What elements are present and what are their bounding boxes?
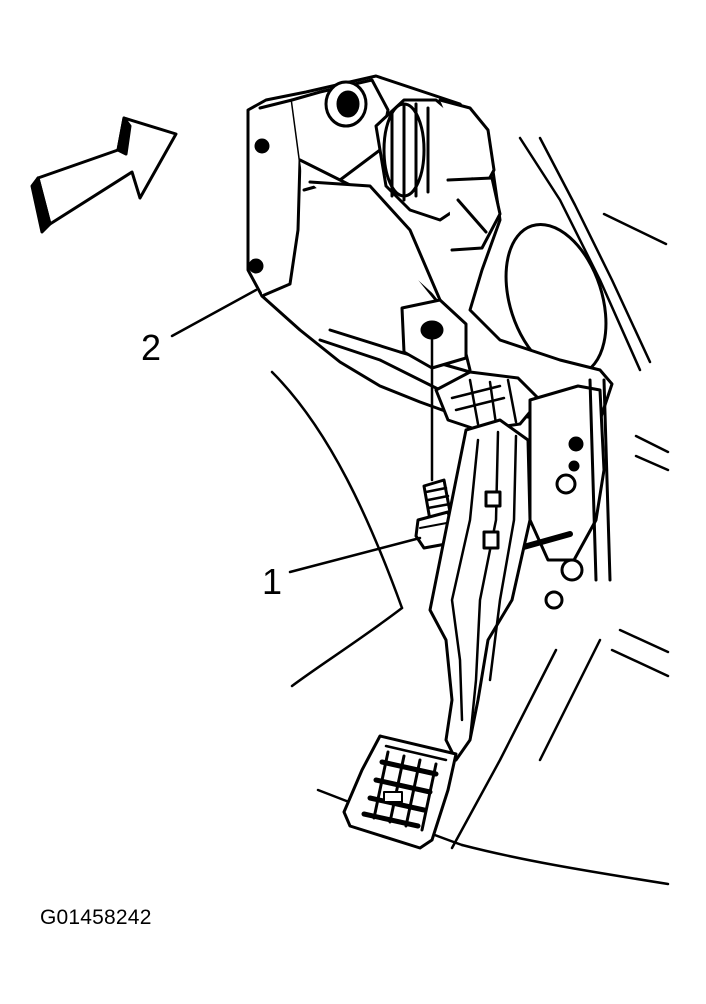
- pedal-arm: [428, 418, 532, 762]
- bolt-boss: [400, 298, 468, 370]
- callout-label-2: 2: [141, 327, 162, 368]
- pedal-pad: [342, 734, 458, 850]
- pedal-side-plate: [517, 378, 612, 610]
- floor-panel-lines: [270, 136, 670, 886]
- figure-id: G01458242: [40, 906, 152, 929]
- leader-line-1: [288, 536, 422, 574]
- view-direction-arrow-icon: [30, 116, 178, 234]
- pedal-bracket: [246, 74, 614, 452]
- callout-label-1: 1: [262, 561, 283, 602]
- leader-line-2: [170, 288, 258, 338]
- pedal-position-sensor: [374, 98, 502, 252]
- callout-leaders: [170, 288, 422, 574]
